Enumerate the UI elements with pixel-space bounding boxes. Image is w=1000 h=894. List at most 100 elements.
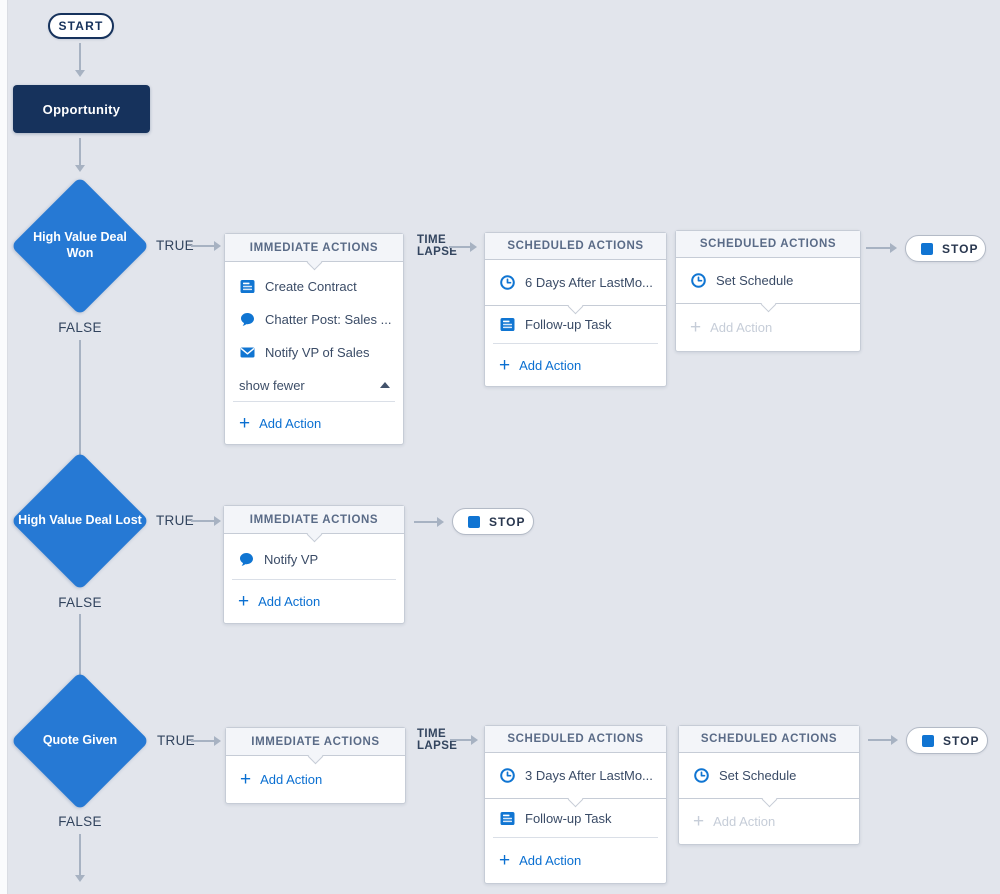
- clock-icon: [500, 275, 515, 290]
- divider: [493, 837, 658, 838]
- plus-icon: +: [693, 811, 705, 832]
- scheduled-actions-card: SCHEDULED ACTIONS Set Schedule + Add Act…: [675, 230, 861, 352]
- divider: [493, 343, 658, 344]
- action-label: Notify VP of Sales: [265, 345, 370, 360]
- card-header: IMMEDIATE ACTIONS: [224, 506, 404, 542]
- true-arrow: [191, 241, 221, 251]
- action-label: Notify VP: [264, 552, 319, 567]
- show-fewer-toggle[interactable]: show fewer: [225, 369, 403, 401]
- add-action-button-disabled: + Add Action: [690, 317, 773, 338]
- action-label: Follow-up Task: [525, 810, 612, 826]
- criteria-label: Quote Given: [42, 733, 118, 748]
- false-connector: [79, 340, 81, 458]
- criteria-label: High Value Deal Won: [33, 230, 127, 260]
- schedule-label: 6 Days After LastMo...: [525, 275, 653, 290]
- connector-arrow: [75, 43, 85, 77]
- true-arrow: [191, 736, 221, 746]
- false-label: FALSE: [58, 595, 102, 610]
- card-header: SCHEDULED ACTIONS: [485, 233, 666, 260]
- task-icon: [500, 811, 515, 825]
- plus-icon: +: [499, 850, 511, 871]
- connector-arrow: [75, 138, 85, 172]
- card-header: IMMEDIATE ACTIONS: [226, 728, 405, 764]
- schedule-item-6-days[interactable]: 6 Days After LastMo...: [485, 260, 666, 314]
- clock-icon: [500, 768, 515, 783]
- criteria-label: High Value Deal Lost: [18, 513, 142, 528]
- false-connector: [79, 614, 81, 678]
- plus-icon: +: [239, 412, 251, 434]
- trigger-node-opportunity[interactable]: Opportunity: [13, 85, 150, 133]
- collapse-arrow-icon: [380, 382, 390, 388]
- true-label: TRUE: [156, 513, 194, 528]
- plus-icon: +: [499, 354, 511, 376]
- action-item-chatter-post[interactable]: Chatter Post: Sales ...: [225, 303, 403, 336]
- scheduled-actions-card: SCHEDULED ACTIONS Set Schedule + Add Act…: [678, 725, 860, 845]
- immediate-actions-card: IMMEDIATE ACTIONS + Add Action: [225, 727, 406, 804]
- action-label: Chatter Post: Sales ...: [265, 312, 392, 327]
- schedule-item-3-days[interactable]: 3 Days After LastMo...: [485, 753, 666, 807]
- false-label: FALSE: [58, 320, 102, 335]
- divider: [233, 401, 395, 402]
- add-action-button[interactable]: + Add Action: [238, 591, 321, 612]
- clock-icon: [694, 768, 709, 783]
- stop-arrow: [868, 735, 898, 745]
- schedule-label: Set Schedule: [719, 768, 797, 783]
- immediate-actions-card: IMMEDIATE ACTIONS Notify VP + Add Action: [223, 505, 405, 624]
- action-item-create-contract[interactable]: Create Contract: [225, 270, 403, 303]
- show-fewer-label: show fewer: [239, 377, 305, 393]
- true-label: TRUE: [156, 238, 194, 253]
- true-label: TRUE: [157, 733, 195, 748]
- action-item-notify-vp-of-sales[interactable]: Notify VP of Sales: [225, 336, 403, 369]
- false-label: FALSE: [58, 814, 102, 829]
- canvas-left-gutter: [0, 0, 8, 894]
- plus-icon: +: [240, 769, 252, 790]
- add-action-button[interactable]: + Add Action: [499, 354, 582, 376]
- add-action-button[interactable]: + Add Action: [240, 769, 323, 790]
- chatter-icon: [241, 313, 254, 326]
- chatter-icon: [240, 553, 253, 566]
- stop-icon: [922, 734, 934, 747]
- add-action-button[interactable]: + Add Action: [499, 850, 582, 871]
- schedule-label: 3 Days After LastMo...: [525, 768, 653, 783]
- schedule-item-set-schedule[interactable]: Set Schedule: [679, 753, 859, 807]
- stop-arrow: [866, 243, 897, 253]
- action-item-notify-vp[interactable]: Notify VP: [224, 540, 404, 579]
- start-label: START: [58, 19, 104, 33]
- email-icon: [240, 347, 255, 358]
- divider: [232, 579, 396, 580]
- stop-node: STOP: [906, 727, 988, 754]
- action-label: Follow-up Task: [525, 317, 612, 332]
- trigger-label: Opportunity: [42, 101, 121, 117]
- true-arrow: [191, 516, 221, 526]
- card-header: SCHEDULED ACTIONS: [485, 726, 666, 753]
- start-node: START: [48, 13, 114, 39]
- stop-node: STOP: [905, 235, 986, 262]
- task-icon: [500, 318, 515, 331]
- add-action-button[interactable]: + Add Action: [239, 412, 322, 434]
- immediate-actions-card: IMMEDIATE ACTIONS Create Contract Chatte…: [224, 233, 404, 445]
- action-item-follow-up-task[interactable]: Follow-up Task: [485, 799, 666, 837]
- action-label: Create Contract: [265, 279, 357, 294]
- false-connector-arrow: [75, 834, 85, 882]
- scheduled-actions-card: SCHEDULED ACTIONS 6 Days After LastMo...…: [484, 232, 667, 387]
- action-item-follow-up-task[interactable]: Follow-up Task: [485, 306, 666, 343]
- card-header: IMMEDIATE ACTIONS: [225, 234, 403, 270]
- task-icon: [240, 280, 255, 293]
- stop-arrow: [414, 517, 444, 527]
- plus-icon: +: [690, 317, 702, 338]
- stop-node: STOP: [452, 508, 534, 535]
- add-action-button-disabled: + Add Action: [693, 811, 776, 832]
- stop-icon: [921, 242, 933, 255]
- time-lapse-arrow: [449, 242, 477, 252]
- scheduled-actions-card: SCHEDULED ACTIONS 3 Days After LastMo...…: [484, 725, 667, 884]
- schedule-item-set-schedule[interactable]: Set Schedule: [676, 258, 860, 312]
- time-lapse-arrow: [450, 735, 478, 745]
- clock-icon: [691, 273, 706, 288]
- schedule-label: Set Schedule: [716, 273, 794, 288]
- card-header: SCHEDULED ACTIONS: [679, 726, 859, 753]
- stop-icon: [468, 515, 480, 528]
- plus-icon: +: [238, 591, 250, 612]
